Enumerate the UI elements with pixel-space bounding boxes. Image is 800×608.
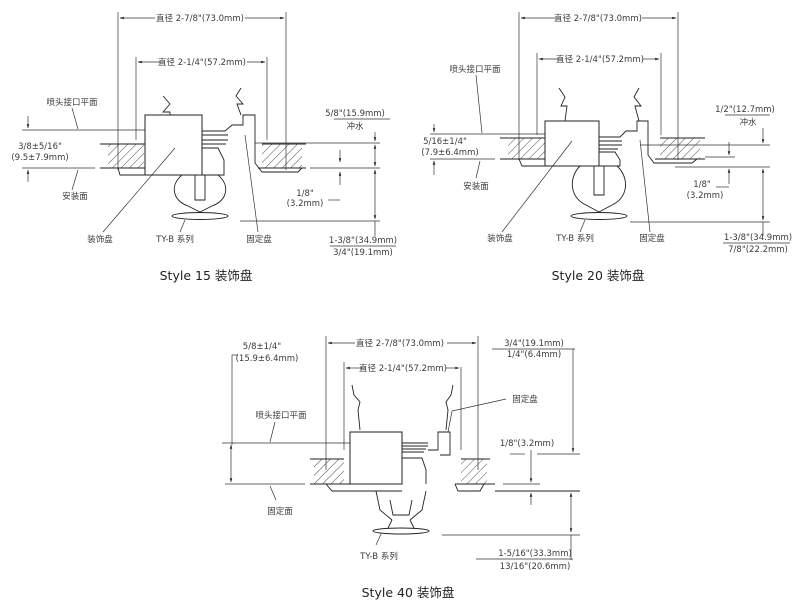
figure-caption: Style 15 装饰盘 bbox=[160, 268, 253, 283]
offset-label-bottom: (7.9±6.4mm) bbox=[421, 148, 478, 158]
fix-plane-label: 固定面 bbox=[267, 506, 293, 517]
inner-diameter-label: 直径 2-1/4"(57.2mm) bbox=[359, 363, 447, 374]
sprinkler-body bbox=[544, 120, 600, 167]
total-height-top: 1-3/8"(34.9mm) bbox=[329, 236, 397, 246]
offset-label-bottom: (15.9±6.4mm) bbox=[236, 354, 299, 364]
deflector bbox=[171, 212, 229, 220]
retainer-label: 固定盘 bbox=[512, 394, 538, 405]
figure-caption: Style 40 装饰盘 bbox=[362, 585, 455, 600]
sprinkler-body bbox=[349, 431, 403, 485]
nozzle-plane-label: 喷头接口平面 bbox=[255, 410, 307, 421]
deflector bbox=[372, 527, 430, 535]
figure-style-15: 直径 2-7/8"(73.0mm) 直径 2-1/4"(57.2mm) 喷头接口… bbox=[11, 12, 397, 283]
outer-diameter-label: 直径 2-7/8"(73.0mm) bbox=[156, 13, 244, 24]
flush-value: 5/8"(15.9mm) bbox=[325, 109, 385, 119]
ceiling-section bbox=[262, 144, 302, 168]
mount-plane-label: 安装面 bbox=[62, 191, 88, 202]
mount-plane-label: 安装面 bbox=[463, 181, 489, 192]
gap-value-bottom: (3.2mm) bbox=[287, 199, 324, 209]
inner-diameter-label: 直径 2-1/4"(57.2mm) bbox=[556, 54, 644, 65]
flush-label: 冲水 bbox=[739, 117, 757, 128]
offset-label-bottom: (9.5±7.9mm) bbox=[11, 153, 68, 163]
gap-value-top: 1/8" bbox=[693, 180, 711, 190]
nozzle-plane-label: 喷头接口平面 bbox=[449, 64, 501, 75]
series-label: TY-B 系列 bbox=[555, 233, 594, 244]
nozzle-plane-label: 喷头接口平面 bbox=[46, 97, 98, 108]
total-height-bottom: 3/4"(19.1mm) bbox=[333, 248, 393, 258]
series-label: TY-B 系列 bbox=[155, 234, 194, 245]
offset-label-top: 3/8±5/16" bbox=[18, 142, 62, 152]
gap-value-bottom: (3.2mm) bbox=[687, 191, 724, 201]
upper-offset-top: 3/4"(19.1mm) bbox=[504, 339, 564, 349]
figure-style-40: 直径 2-7/8"(73.0mm) 直径 2-1/4"(57.2mm) 5/8±… bbox=[222, 336, 580, 600]
figure-caption: Style 20 装饰盘 bbox=[552, 268, 645, 283]
deflector bbox=[570, 212, 628, 220]
flush-value: 1/2"(12.7mm) bbox=[715, 105, 775, 115]
escutcheon-label: 装饰盘 bbox=[487, 233, 513, 244]
sprinkler-body bbox=[144, 114, 203, 176]
gap-value: 1/8"(3.2mm) bbox=[500, 439, 554, 449]
inner-diameter-label: 直径 2-1/4"(57.2mm) bbox=[158, 57, 246, 68]
outer-diameter-label: 直径 2-7/8"(73.0mm) bbox=[356, 338, 444, 349]
total-height-top: 1-3/8"(34.9mm) bbox=[724, 233, 792, 243]
total-height-bottom: 7/8"(22.2mm) bbox=[728, 245, 788, 255]
gap-value-top: 1/8" bbox=[296, 189, 314, 199]
ceiling-section bbox=[108, 144, 144, 168]
offset-label-top: 5/8±1/4" bbox=[243, 342, 281, 352]
total-height-top: 1-5/16"(33.3mm) bbox=[498, 549, 572, 559]
offset-label-top: 5/16±1/4" bbox=[423, 137, 467, 147]
outer-diameter-label: 直径 2-7/8"(73.0mm) bbox=[554, 13, 642, 24]
upper-offset-bottom: 1/4"(6.4mm) bbox=[507, 350, 561, 360]
figure-style-20: 直径 2-7/8"(73.0mm) 直径 2-1/4"(57.2mm) 喷头接口… bbox=[421, 12, 792, 283]
total-height-bottom: 13/16"(20.6mm) bbox=[500, 562, 571, 572]
retainer-label: 固定盘 bbox=[639, 233, 665, 244]
series-label: TY-B 系列 bbox=[359, 551, 398, 562]
flush-label: 冲水 bbox=[346, 121, 364, 132]
escutcheon-label: 装饰盘 bbox=[87, 234, 113, 245]
retainer-label: 固定盘 bbox=[246, 234, 272, 245]
